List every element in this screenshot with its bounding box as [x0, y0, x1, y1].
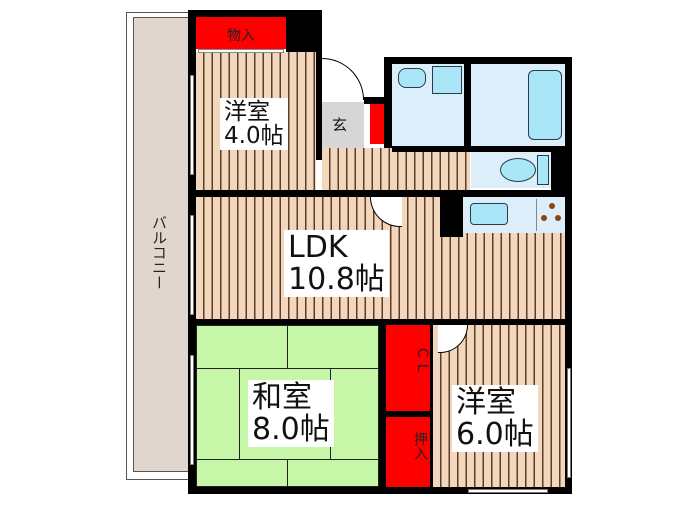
room-ldk-size: 10.8帖: [288, 261, 385, 297]
shoe-storage-wall-2: [384, 57, 392, 149]
room-japanese-label: 和室 8.0帖: [248, 380, 334, 447]
storage-top-rail: [198, 49, 284, 53]
genkan-label: 玄: [332, 116, 348, 134]
shoe-storage: [370, 104, 386, 144]
wall-wash-bath: [464, 57, 471, 150]
kitchen-sink-icon: [470, 203, 508, 225]
wall-closet-right: [430, 325, 433, 487]
window-western-6-bottom[interactable]: [468, 489, 548, 493]
wall-western-4-right: [316, 10, 322, 160]
storage-top: [196, 17, 286, 49]
wall-closet-oshiire: [379, 411, 430, 417]
stove-icon: [536, 199, 565, 231]
kitchen-pillar: [440, 197, 463, 237]
wall-ldk-bottom: [188, 319, 572, 325]
tatami-3: [196, 368, 240, 460]
tatami-1: [196, 325, 288, 369]
storage-top-label: 物入: [227, 28, 255, 44]
balcony-label: バルコニー: [150, 215, 168, 290]
room-western-4-name: 洋室: [224, 99, 270, 125]
washing-machine-icon: [432, 66, 462, 94]
bathtub-icon: [528, 70, 562, 140]
toilet-icon: [500, 158, 536, 182]
closet-label: CL: [414, 348, 430, 378]
hallway: [322, 148, 470, 190]
sink-icon: [398, 68, 426, 88]
balcony: [133, 17, 191, 472]
wall-toilet-right: [551, 150, 572, 190]
room-ldk-name: LDK: [288, 230, 348, 265]
tatami-5: [330, 368, 379, 460]
window-japanese[interactable]: [190, 355, 194, 465]
wall-closet-left: [379, 325, 386, 487]
outer-wall-right: [565, 57, 572, 494]
tatami-7: [287, 459, 379, 487]
wall-bath-bottom: [392, 146, 572, 152]
room-japanese-size: 8.0帖: [252, 411, 330, 447]
wall-ldk-top: [188, 190, 572, 197]
closet: [386, 325, 430, 411]
outer-wall-bottom: [188, 487, 572, 494]
entrance-door[interactable]: [322, 58, 364, 100]
storage-top-side: [286, 17, 316, 52]
outer-wall-top-right: [384, 57, 572, 64]
room-japanese-name: 和室: [252, 380, 312, 415]
toilet-tank-icon: [537, 155, 549, 185]
room-western-6-size: 6.0帖: [456, 416, 534, 452]
room-western-4-size: 4.0帖: [224, 123, 284, 150]
window-western-4[interactable]: [190, 75, 194, 175]
oshiire: [386, 417, 430, 487]
room-ldk-label: LDK 10.8帖: [284, 230, 389, 297]
shoe-storage-wall: [364, 97, 392, 104]
window-western-6-right[interactable]: [567, 368, 571, 478]
window-ldk[interactable]: [190, 215, 194, 315]
room-western-4-label: 洋室 4.0帖: [220, 98, 288, 151]
tatami-6: [196, 459, 288, 487]
room-western-6-name: 洋室: [456, 385, 516, 420]
oshiire-label: 押入: [412, 432, 428, 460]
room-western-6-label: 洋室 6.0帖: [452, 385, 538, 452]
outer-wall-top-left: [188, 10, 322, 18]
tatami-2: [287, 325, 379, 369]
genkan: [322, 102, 364, 148]
